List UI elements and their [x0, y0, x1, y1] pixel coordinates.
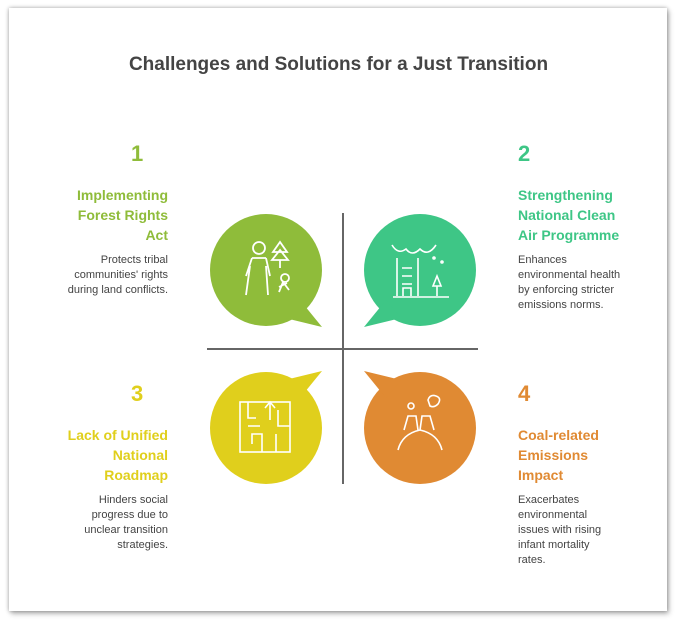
- step-description-3: Hinders social progress due to unclear t…: [28, 493, 168, 553]
- heading-line: National: [112, 447, 168, 463]
- step-number-4: 4: [518, 381, 531, 406]
- heading-line: Implementing: [76, 187, 168, 203]
- desc-line: Hinders social: [98, 494, 168, 506]
- step-description-2: Enhances environmental health by enforci…: [518, 253, 658, 313]
- desc-line: Enhances: [518, 254, 567, 266]
- heading-line: Emissions: [518, 447, 589, 463]
- heading-line: Roadmap: [104, 467, 168, 483]
- heading-line: Strengthening: [518, 187, 613, 203]
- heading-line: Coal-related: [518, 427, 599, 443]
- desc-line: strategies.: [117, 539, 168, 551]
- desc-line: progress due to: [91, 509, 168, 521]
- step-heading-4: Coal-related Emissions Impact: [518, 425, 668, 485]
- desc-line: environmental: [518, 509, 588, 521]
- desc-line: Exacerbates: [518, 494, 580, 506]
- desc-line: rates.: [518, 554, 546, 566]
- bubble-2: [364, 214, 476, 327]
- desc-line: infant mortality: [518, 539, 590, 551]
- desc-line: communities' rights: [74, 269, 168, 281]
- step-heading-1: Implementing Forest Rights Act: [18, 185, 168, 245]
- heading-line: Air Programme: [518, 227, 620, 243]
- people-forest-icon: [245, 240, 290, 296]
- bubble-1: [210, 214, 322, 327]
- step-heading-3: Lack of Unified National Roadmap: [18, 425, 168, 485]
- step-description-1: Protects tribal communities' rights duri…: [28, 253, 168, 298]
- desc-line: unclear transition: [84, 524, 168, 536]
- heading-line: Forest Rights: [77, 207, 168, 223]
- heading-line: Lack of Unified: [67, 427, 168, 443]
- heading-line: National Clean: [518, 207, 616, 223]
- desc-line: by enforcing stricter: [518, 284, 614, 296]
- heading-line: Act: [145, 227, 168, 243]
- desc-line: environmental health: [518, 269, 621, 281]
- step-number-1: 1: [131, 141, 144, 166]
- step-heading-2: Strengthening National Clean Air Program…: [518, 185, 668, 245]
- desc-line: Protects tribal: [100, 254, 168, 266]
- desc-line: issues with rising: [518, 524, 602, 536]
- desc-line: emissions norms.: [518, 299, 604, 311]
- bubble-4: [364, 371, 476, 484]
- step-number-3: 3: [131, 381, 144, 406]
- step-description-4: Exacerbates environmental issues with ri…: [518, 493, 658, 568]
- city-air-icon: [391, 244, 449, 298]
- heading-line: Impact: [518, 467, 564, 483]
- bubble-3: [210, 371, 322, 484]
- page-title: Challenges and Solutions for a Just Tran…: [128, 54, 549, 75]
- infographic-card: [9, 8, 667, 611]
- step-number-2: 2: [518, 141, 531, 166]
- maze-icon: [239, 400, 291, 453]
- desc-line: during land conflicts.: [67, 284, 168, 296]
- smokestack-icon: [397, 394, 443, 451]
